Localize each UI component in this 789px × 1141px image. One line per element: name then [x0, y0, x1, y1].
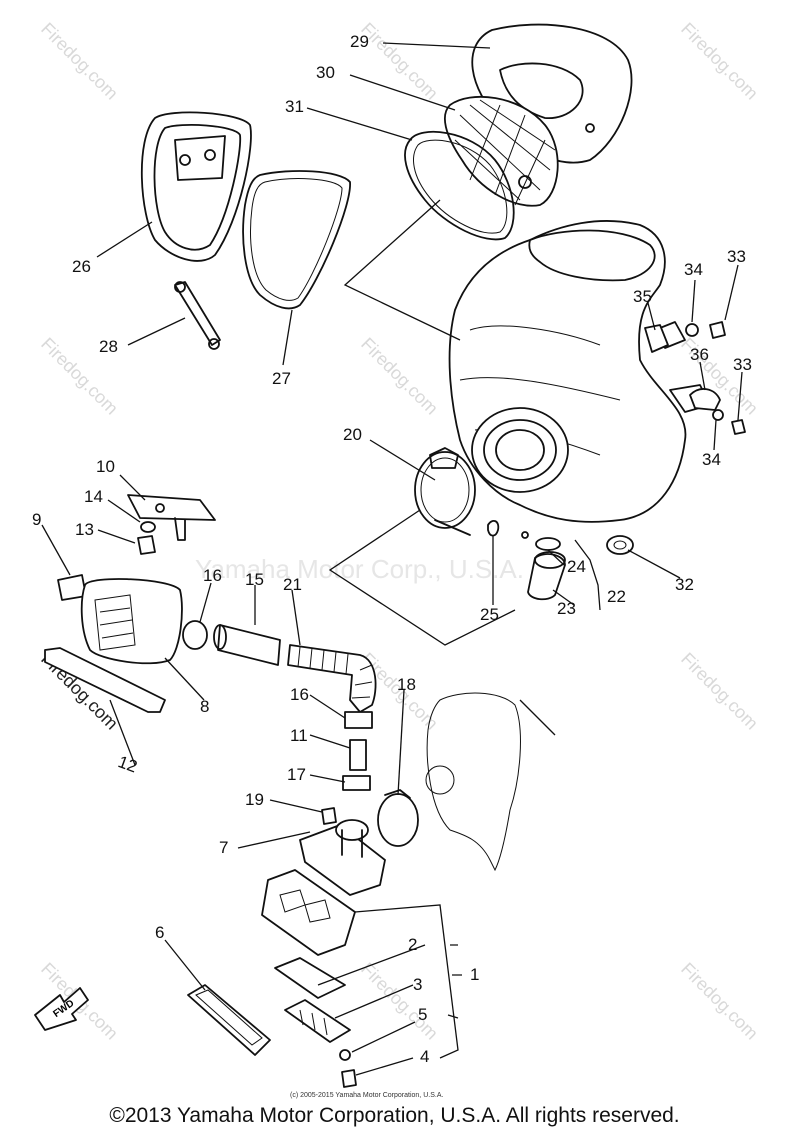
part-12-strip: [44, 647, 166, 713]
watermark-top-mid: Firedog.com: [357, 19, 442, 104]
watermark-top-right: Firedog.com: [677, 19, 762, 104]
watermark-mid-center: Firedog.com: [357, 334, 442, 419]
part-19-bolt: [321, 807, 337, 825]
leader-lines: [41, 42, 743, 1076]
part-3-stopper: [284, 999, 351, 1043]
callout-25: 25: [480, 605, 499, 624]
part-hardware-right: [644, 321, 746, 435]
watermark-low-right: Firedog.com: [677, 649, 762, 734]
callout-21: 21: [283, 575, 302, 594]
callout-16b: 16: [290, 685, 309, 704]
part-airbox: [448, 220, 711, 523]
part-26-lid: [140, 111, 252, 262]
callout-10: 10: [96, 457, 115, 476]
callout-numbers: 29 30 31 26 27 28 34 33 35 36 33 34 20 1…: [32, 32, 752, 1066]
callout-8: 8: [200, 697, 209, 716]
callout-28: 28: [99, 337, 118, 356]
callout-5: 5: [418, 1005, 427, 1024]
callout-30: 30: [316, 63, 335, 82]
part-27-seal: [242, 170, 351, 310]
callout-32: 32: [675, 575, 694, 594]
callout-23: 23: [557, 599, 576, 618]
part-25-clip: [487, 519, 500, 537]
callout-24: 24: [567, 557, 586, 576]
callout-6: 6: [155, 923, 164, 942]
callout-34a: 34: [684, 260, 703, 279]
callout-33a: 33: [727, 247, 746, 266]
callout-12: 12: [116, 752, 140, 776]
callout-4: 4: [420, 1047, 429, 1066]
part-1-reed-assy: [261, 869, 356, 956]
watermark-bottom-center: Firedog.com: [357, 959, 442, 1044]
callout-20: 20: [343, 425, 362, 444]
callout-17: 17: [287, 765, 306, 784]
part-24-clip: [521, 531, 561, 551]
callout-31: 31: [285, 97, 304, 116]
watermark-center-text: Yamaha Motor Corp., U.S.A.: [195, 554, 524, 584]
callout-14: 14: [84, 487, 103, 506]
callout-3: 3: [413, 975, 422, 994]
reference-lines: [328, 199, 556, 736]
part-30-filter-cage: [443, 95, 559, 207]
part-21-bellows: [287, 644, 377, 713]
part-11-16-17-fittings: [342, 711, 373, 791]
part-2-reed: [274, 957, 346, 999]
part-6-gasket: [187, 984, 271, 1056]
callout-15: 15: [245, 570, 264, 589]
part-32-grommet: [606, 535, 634, 555]
part-4-5-screw: [339, 1049, 357, 1088]
part-31-gasket: [404, 130, 515, 241]
callout-35: 35: [633, 287, 652, 306]
callout-1: 1: [470, 965, 479, 984]
part-7-manifold: [299, 819, 386, 896]
callout-33b: 33: [733, 355, 752, 374]
part-18-clamp: [377, 789, 419, 847]
callout-16a: 16: [203, 566, 222, 585]
copyright-notice: ©2013 Yamaha Motor Corporation, U.S.A. A…: [109, 1104, 680, 1127]
callout-18: 18: [397, 675, 416, 694]
callout-7: 7: [219, 838, 228, 857]
callout-13: 13: [75, 520, 94, 539]
callout-34b: 34: [702, 450, 721, 469]
part-carb-ref: [425, 692, 521, 872]
part-23-drain: [527, 551, 566, 601]
callout-2: 2: [408, 935, 417, 954]
callout-26: 26: [72, 257, 91, 276]
part-8-silencer: [80, 578, 183, 665]
callout-19: 19: [245, 790, 264, 809]
watermark-top-left: Firedog.com: [37, 19, 122, 104]
watermark-bottom-right: Firedog.com: [677, 959, 762, 1044]
part-28-bracket: [174, 281, 221, 350]
part-16-15-pipe: [182, 620, 281, 666]
fwd-arrow: FWD: [34, 987, 89, 1031]
callout-22: 22: [607, 587, 626, 606]
callout-27: 27: [272, 369, 291, 388]
callout-9: 9: [32, 510, 41, 529]
callout-36: 36: [690, 345, 709, 364]
part-20-clamp: [414, 447, 476, 536]
small-copyright: (c) 2005-2015 Yamaha Motor Corporation, …: [290, 1092, 443, 1099]
callout-29: 29: [350, 32, 369, 51]
callout-11: 11: [290, 726, 308, 745]
part-10-bracket: [127, 494, 216, 541]
part-13-14-bolt: [137, 521, 156, 555]
